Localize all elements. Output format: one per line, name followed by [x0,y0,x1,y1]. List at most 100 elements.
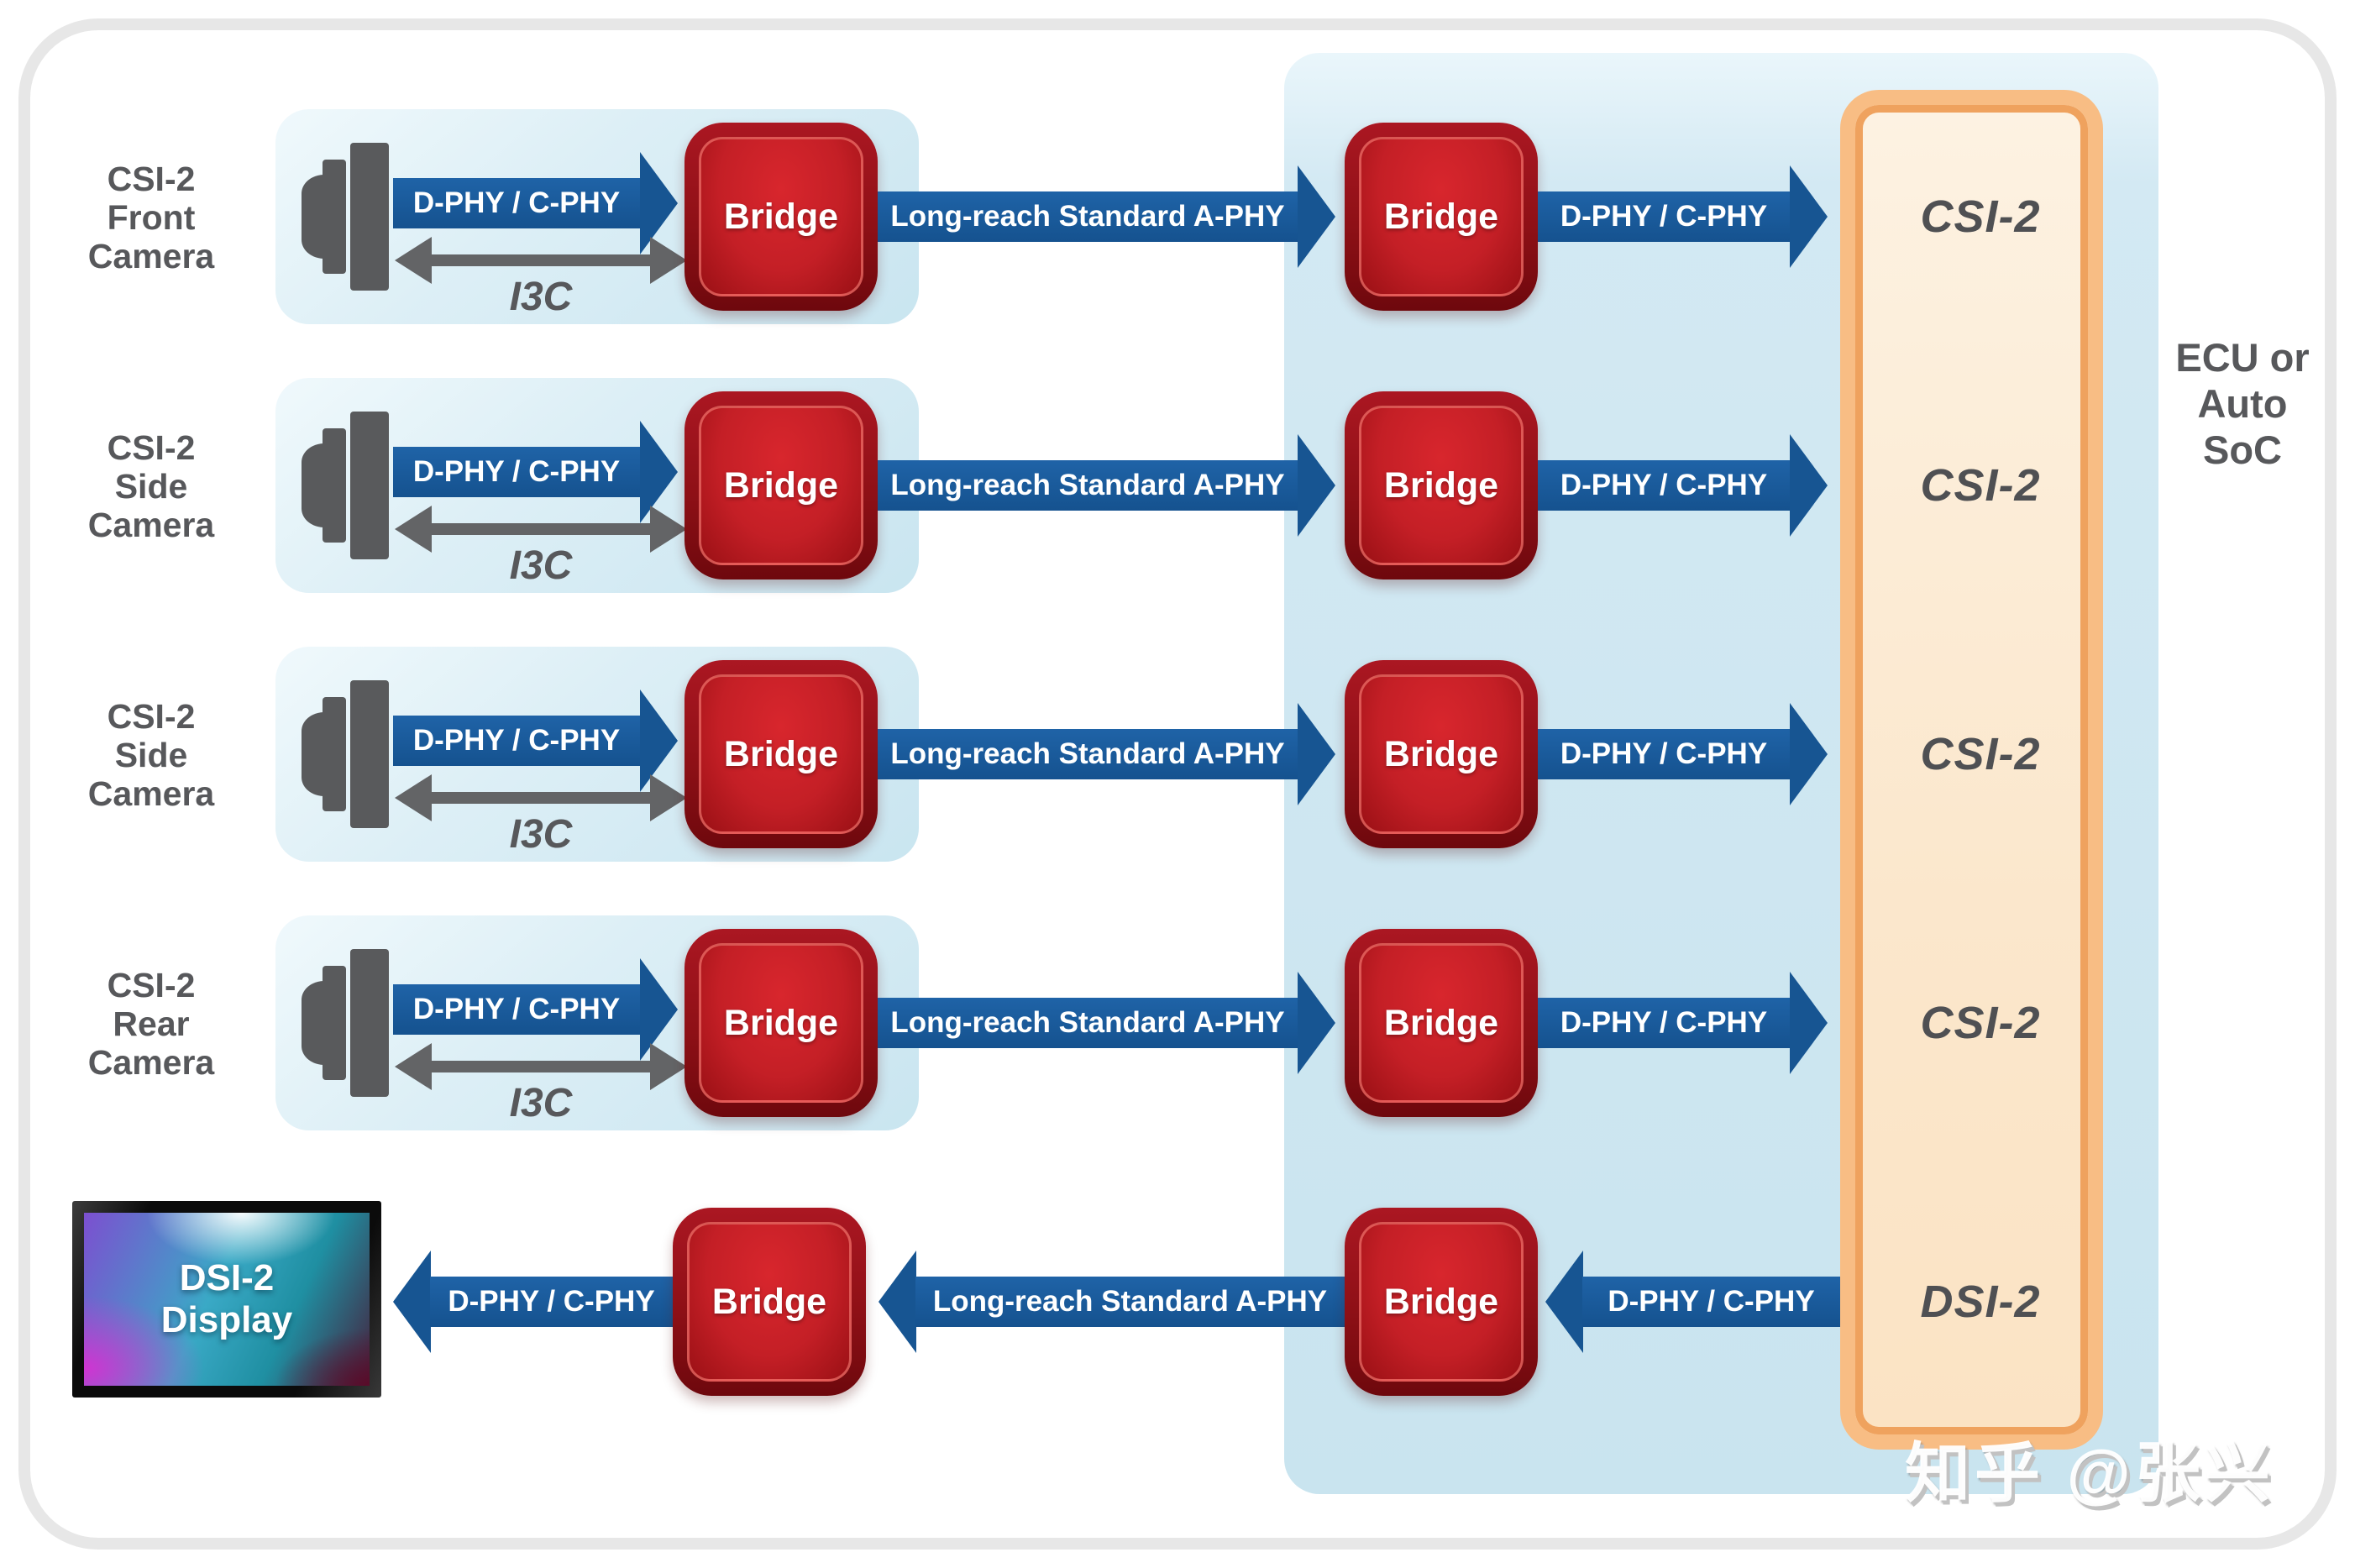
camera-body-icon [350,949,389,1097]
dsi-display-icon: DSI-2 Display [72,1201,381,1398]
i3c-label: I3C [509,543,573,588]
phy-arrow-camera-to-bridge: D-PHY / C-PHY [393,447,640,497]
arrow-head-icon [1298,434,1335,537]
camera-lens-icon [302,712,324,796]
camera-body-icon [350,412,389,559]
csi-port-label: CSI-2 [1920,998,2041,1048]
i3c-arrow [428,523,653,535]
camera-lens-icon [302,443,324,527]
arrow-head-icon [1545,1251,1583,1353]
display-screen: DSI-2 Display [84,1213,370,1386]
i3c-arrow [428,792,653,804]
arrow-label: Long-reach Standard A-PHY [890,200,1285,233]
display-label: Display [160,1299,293,1340]
watermark: 知乎 @张兴 [1905,1436,2274,1510]
arrow-head-icon [395,506,432,553]
phy-arrow-camera-to-bridge: D-PHY / C-PHY [393,984,640,1035]
arrow-label: Long-reach Standard A-PHY [890,469,1285,501]
aphy-link-arrow: Long-reach Standard A-PHY [878,998,1298,1048]
camera-row-label: CSI-2 Side Camera [87,428,215,544]
csi-port-label: CSI-2 [1920,191,2041,242]
arrow-head-icon [1298,972,1335,1074]
arrow-head-icon [395,774,432,821]
i3c-arrow [428,1061,653,1072]
aphy-link-arrow: Long-reach Standard A-PHY [878,191,1298,242]
camera-row-front: CSI-2 Front Camera D-PHY / C-PHY I3C Bri… [0,109,2355,324]
bridge-deserializer: Bridge [1345,660,1538,848]
arrow-label: Long-reach Standard A-PHY [890,737,1285,770]
arrow-head-icon [650,1043,687,1090]
camera-lens-icon [302,981,324,1065]
camera-row-side-2: CSI-2 Side Camera D-PHY / C-PHY I3C Brid… [0,647,2355,862]
aphy-link-arrow: Long-reach Standard A-PHY [915,1277,1345,1327]
phy-arrow-camera-to-bridge: D-PHY / C-PHY [393,716,640,766]
arrow-head-icon [879,1251,916,1353]
arrow-head-icon [395,237,432,284]
arrow-head-icon [650,506,687,553]
ecu-label-line: SoC [2203,427,2282,472]
arrow-label: D-PHY / C-PHY [412,724,621,757]
bridge-serializer: Bridge [684,929,878,1117]
camera-body-icon [323,160,346,274]
camera-row-label: CSI-2 Side Camera [87,697,215,813]
csi-port-label: CSI-2 [1920,460,2041,511]
arrow-label: D-PHY / C-PHY [1560,200,1768,233]
camera-body-icon [323,428,346,543]
soc-chip-panel: CSI-2 CSI-2 CSI-2 CSI-2 DSI-2 [1840,90,2103,1450]
camera-row-label: CSI-2 Front Camera [87,160,215,275]
bridge-serializer: Bridge [684,660,878,848]
aphy-link-arrow: Long-reach Standard A-PHY [878,460,1298,511]
arrow-head-icon [1790,703,1828,805]
camera-row-side-1: CSI-2 Side Camera D-PHY / C-PHY I3C Brid… [0,378,2355,593]
i3c-arrow [428,254,653,266]
phy-arrow-bridge-to-soc: D-PHY / C-PHY [1538,460,1790,511]
arrow-label: D-PHY / C-PHY [412,455,621,488]
arrow-head-icon [1790,972,1828,1074]
camera-body-icon [323,966,346,1080]
arrow-head-icon [395,1043,432,1090]
camera-body-icon [350,143,389,291]
bridge-serializer: Bridge [684,391,878,579]
phy-arrow-camera-to-bridge: D-PHY / C-PHY [393,178,640,228]
phy-arrow-bridge-to-display: D-PHY / C-PHY [430,1277,673,1327]
arrow-label: D-PHY / C-PHY [448,1285,655,1318]
i3c-label: I3C [509,812,573,857]
arrow-label: Long-reach Standard A-PHY [890,1006,1285,1039]
arrow-head-icon [1790,434,1828,537]
i3c-label: I3C [509,1081,573,1125]
bridge-deserializer: Bridge [1345,391,1538,579]
bridge-serializer: Bridge [684,123,878,311]
csi-port-label: CSI-2 [1920,729,2041,779]
arrow-head-icon [1790,165,1828,268]
arrow-head-icon [1298,703,1335,805]
aphy-link-arrow: Long-reach Standard A-PHY [878,729,1298,779]
camera-row-label: CSI-2 Rear Camera [87,966,215,1082]
phy-arrow-bridge-to-soc: D-PHY / C-PHY [1538,998,1790,1048]
camera-row-rear: CSI-2 Rear Camera D-PHY / C-PHY I3C Brid… [0,915,2355,1130]
arrow-head-icon [393,1251,431,1353]
arrow-label: D-PHY / C-PHY [1560,737,1768,770]
camera-lens-icon [302,175,324,259]
camera-body-icon [323,697,346,811]
arrow-label: D-PHY / C-PHY [1560,1006,1768,1039]
display-label: DSI-2 [179,1257,275,1298]
arrow-label: D-PHY / C-PHY [412,186,621,219]
i3c-label: I3C [509,275,573,319]
arrow-head-icon [1298,165,1335,268]
dsi-port-label: DSI-2 [1920,1277,2041,1327]
bridge-deserializer: Bridge [1345,123,1538,311]
arrow-head-icon [650,237,687,284]
display-row: DSI-2 Display D-PHY / C-PHY Bridge Long-… [0,1201,2355,1403]
ecu-label-line: Auto [2197,381,2288,426]
phy-arrow-bridge-to-soc: D-PHY / C-PHY [1538,191,1790,242]
bridge-deserializer: Bridge [1345,929,1538,1117]
arrow-label: D-PHY / C-PHY [1560,469,1768,501]
ecu-label-line: ECU or [2175,335,2310,380]
arrow-label: D-PHY / C-PHY [412,993,621,1025]
ecu-label: ECU or Auto SoC [2154,334,2331,473]
phy-arrow-bridge-to-soc: D-PHY / C-PHY [1538,729,1790,779]
phy-arrow-soc-to-bridge: D-PHY / C-PHY [1582,1277,1840,1327]
camera-body-icon [350,680,389,828]
bridge-serializer: Bridge [1345,1208,1538,1396]
